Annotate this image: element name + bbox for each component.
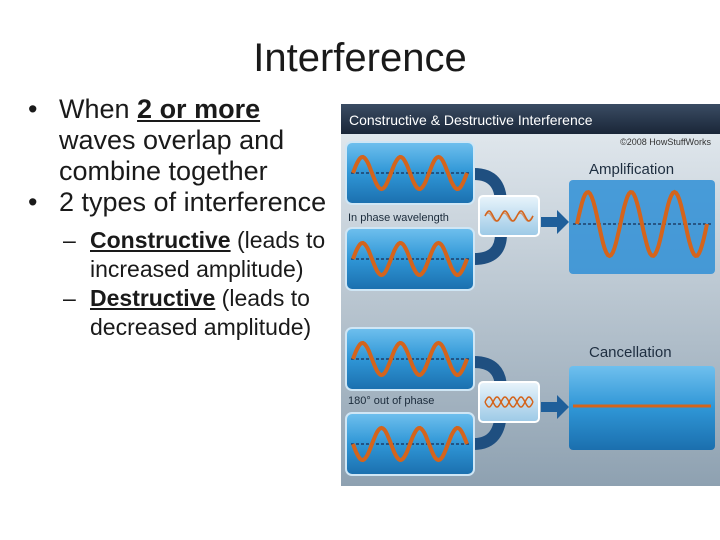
bullet-types: • 2 types of interference [28,187,328,218]
subbullet-rest: (leads to increased amplitude) [90,227,326,282]
cancellation-label: Cancellation [589,344,672,361]
subbullet-constructive: – Constructive (leads to increased ampli… [28,226,328,284]
dash-icon: – [63,285,76,311]
bullet-list: • When 2 or more waves overlap and combi… [28,94,328,342]
out-phase-label: 180° out of phase [348,395,434,407]
subbullet-destructive: – Destructive (leads to decreased amplit… [28,284,328,342]
arrow-right-icon [541,395,569,419]
bullet-dot-icon: • [28,94,38,124]
wave-panel-2 [345,227,475,291]
amplification-panel [569,180,715,274]
connector-top-2 [468,228,507,265]
bullet-prefix: When [59,94,138,124]
bullet-rest: waves overlap and combine together [59,125,285,186]
wave-panel-1 [345,141,475,205]
subbullet-rest: (leads to decreased amplitude) [90,285,312,340]
bullet-emphasis: 2 or more [137,94,261,124]
overlay-panel-out-phase [478,381,540,423]
amplification-label: Amplification [589,161,674,178]
dash-icon: – [63,227,76,253]
subbullet-emphasis: Constructive [90,227,231,253]
slide-title: Interference [253,36,467,80]
bullet-overlap: • When 2 or more waves overlap and combi… [28,94,328,187]
wave-panel-4 [345,412,475,476]
cancellation-panel [569,366,715,450]
in-phase-label: In phase wavelength [348,212,449,224]
overlay-panel-in-phase [478,195,540,237]
arrow-right-icon [541,210,569,234]
bullet-dot-icon: • [28,187,38,217]
diagram-header-bar [341,104,720,134]
bullet-text: 2 types of interference [59,187,327,217]
diagram-copyright: ©2008 HowStuffWorks [620,137,711,147]
subbullet-emphasis: Destructive [90,285,216,311]
diagram-header: Constructive & Destructive Interference [349,112,593,128]
wave-panel-3 [345,327,475,391]
interference-diagram: Constructive & Destructive Interference … [341,104,720,486]
